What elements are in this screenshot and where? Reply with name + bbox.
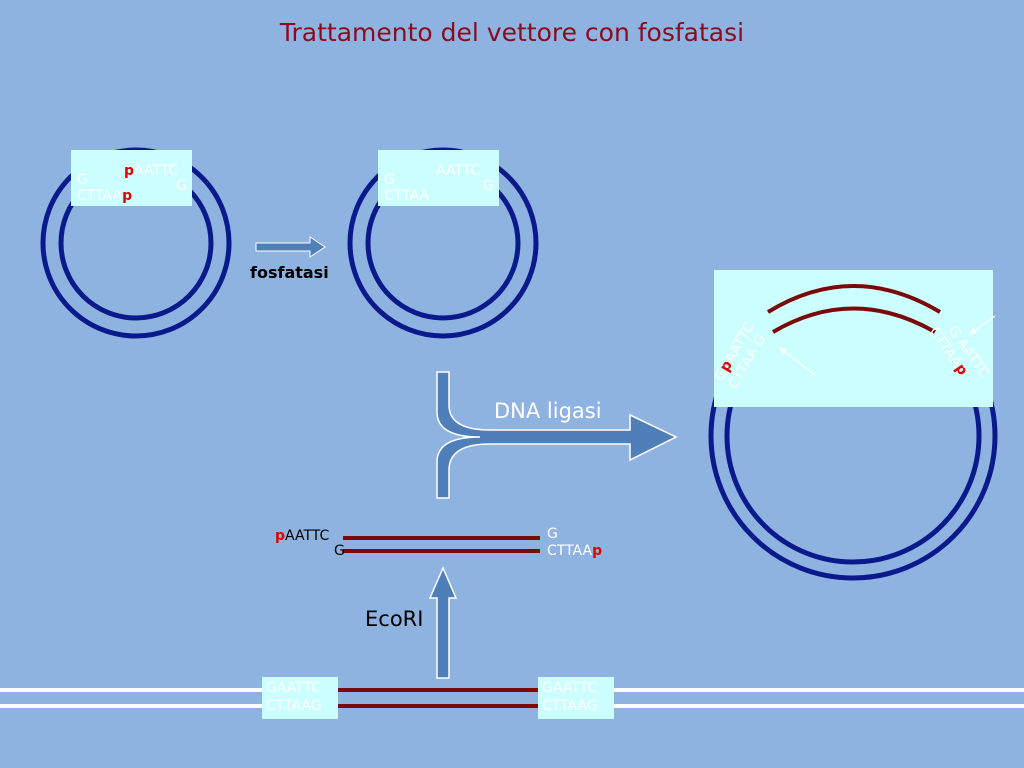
- fragment-left-top: AATTC: [285, 528, 329, 544]
- svg-text:pAATTC: pAATTC: [275, 528, 330, 544]
- right-g: G: [176, 178, 187, 194]
- fosfatasi-label: fosfatasi: [250, 263, 329, 282]
- ligase-merge-arrow: DNA ligasi: [436, 371, 678, 499]
- fosfatasi-arrow: fosfatasi: [250, 236, 329, 282]
- gap-arrow-left: [779, 347, 816, 376]
- top-strand-seq: AATTC: [436, 163, 480, 179]
- fragment-right-top: G: [547, 526, 558, 542]
- site-right-bottom: CTTAAG: [542, 698, 598, 714]
- recombinant-site-box: [714, 270, 993, 407]
- bottom-strand-seq: CTTAA: [384, 188, 430, 204]
- right-g: G: [483, 178, 494, 194]
- right-arrow-icon: [255, 236, 326, 258]
- site-left-bottom: CTTAAG: [266, 698, 322, 714]
- ecori-site-right: [538, 677, 614, 719]
- site-left-top: GAATTC: [266, 680, 321, 696]
- gap-arrow-right: [969, 315, 996, 335]
- ligase-label: DNA ligasi: [494, 399, 602, 423]
- up-arrow-icon: [428, 566, 458, 679]
- fragment-left-bottom: G: [334, 543, 345, 559]
- plasmid-left: pAATTC G G CTTAAp: [40, 147, 232, 339]
- svg-text:pAATTC: pAATTC: [124, 163, 179, 179]
- svg-text:CTTAAp: CTTAAp: [547, 543, 602, 559]
- phosphate-mark: p: [592, 543, 602, 559]
- ecori-site-left: [262, 677, 338, 719]
- slide-title: Trattamento del vettore con fosfatasi: [279, 18, 745, 47]
- merge-arrow-icon: [436, 371, 678, 499]
- plasmid-left-site-box: [71, 150, 192, 206]
- ecori-arrow: EcoRI: [365, 566, 458, 679]
- insert-strand-inner: [771, 306, 936, 334]
- left-g: G: [384, 172, 395, 188]
- bottom-strand-seq: CTTAA: [77, 188, 123, 204]
- phosphate-mark: p: [122, 188, 132, 204]
- plasmid-middle: AATTC G G CTTAA: [347, 147, 539, 339]
- phosphate-mark: p: [124, 163, 134, 179]
- plasmid-recombinant: GpAATTC CTTAA G G AATTC CTTAAp: [708, 270, 998, 581]
- site-right-top: GAATTC: [542, 680, 597, 696]
- genomic-dna: GAATTC CTTAAG GAATTC CTTAAG: [0, 677, 1024, 719]
- ecori-fragment: pAATTC G G CTTAAp: [275, 526, 602, 559]
- plasmid-middle-site-box: [378, 150, 499, 206]
- insert-strand-outer: [766, 284, 942, 314]
- top-strand-seq: AATTC: [134, 163, 178, 179]
- phosphate-mark: p: [275, 528, 285, 544]
- fragment-right-bottom: CTTAA: [547, 543, 593, 559]
- left-g: G: [77, 172, 88, 188]
- ecori-label: EcoRI: [365, 607, 423, 631]
- svg-text:CTTAAp: CTTAAp: [77, 188, 132, 204]
